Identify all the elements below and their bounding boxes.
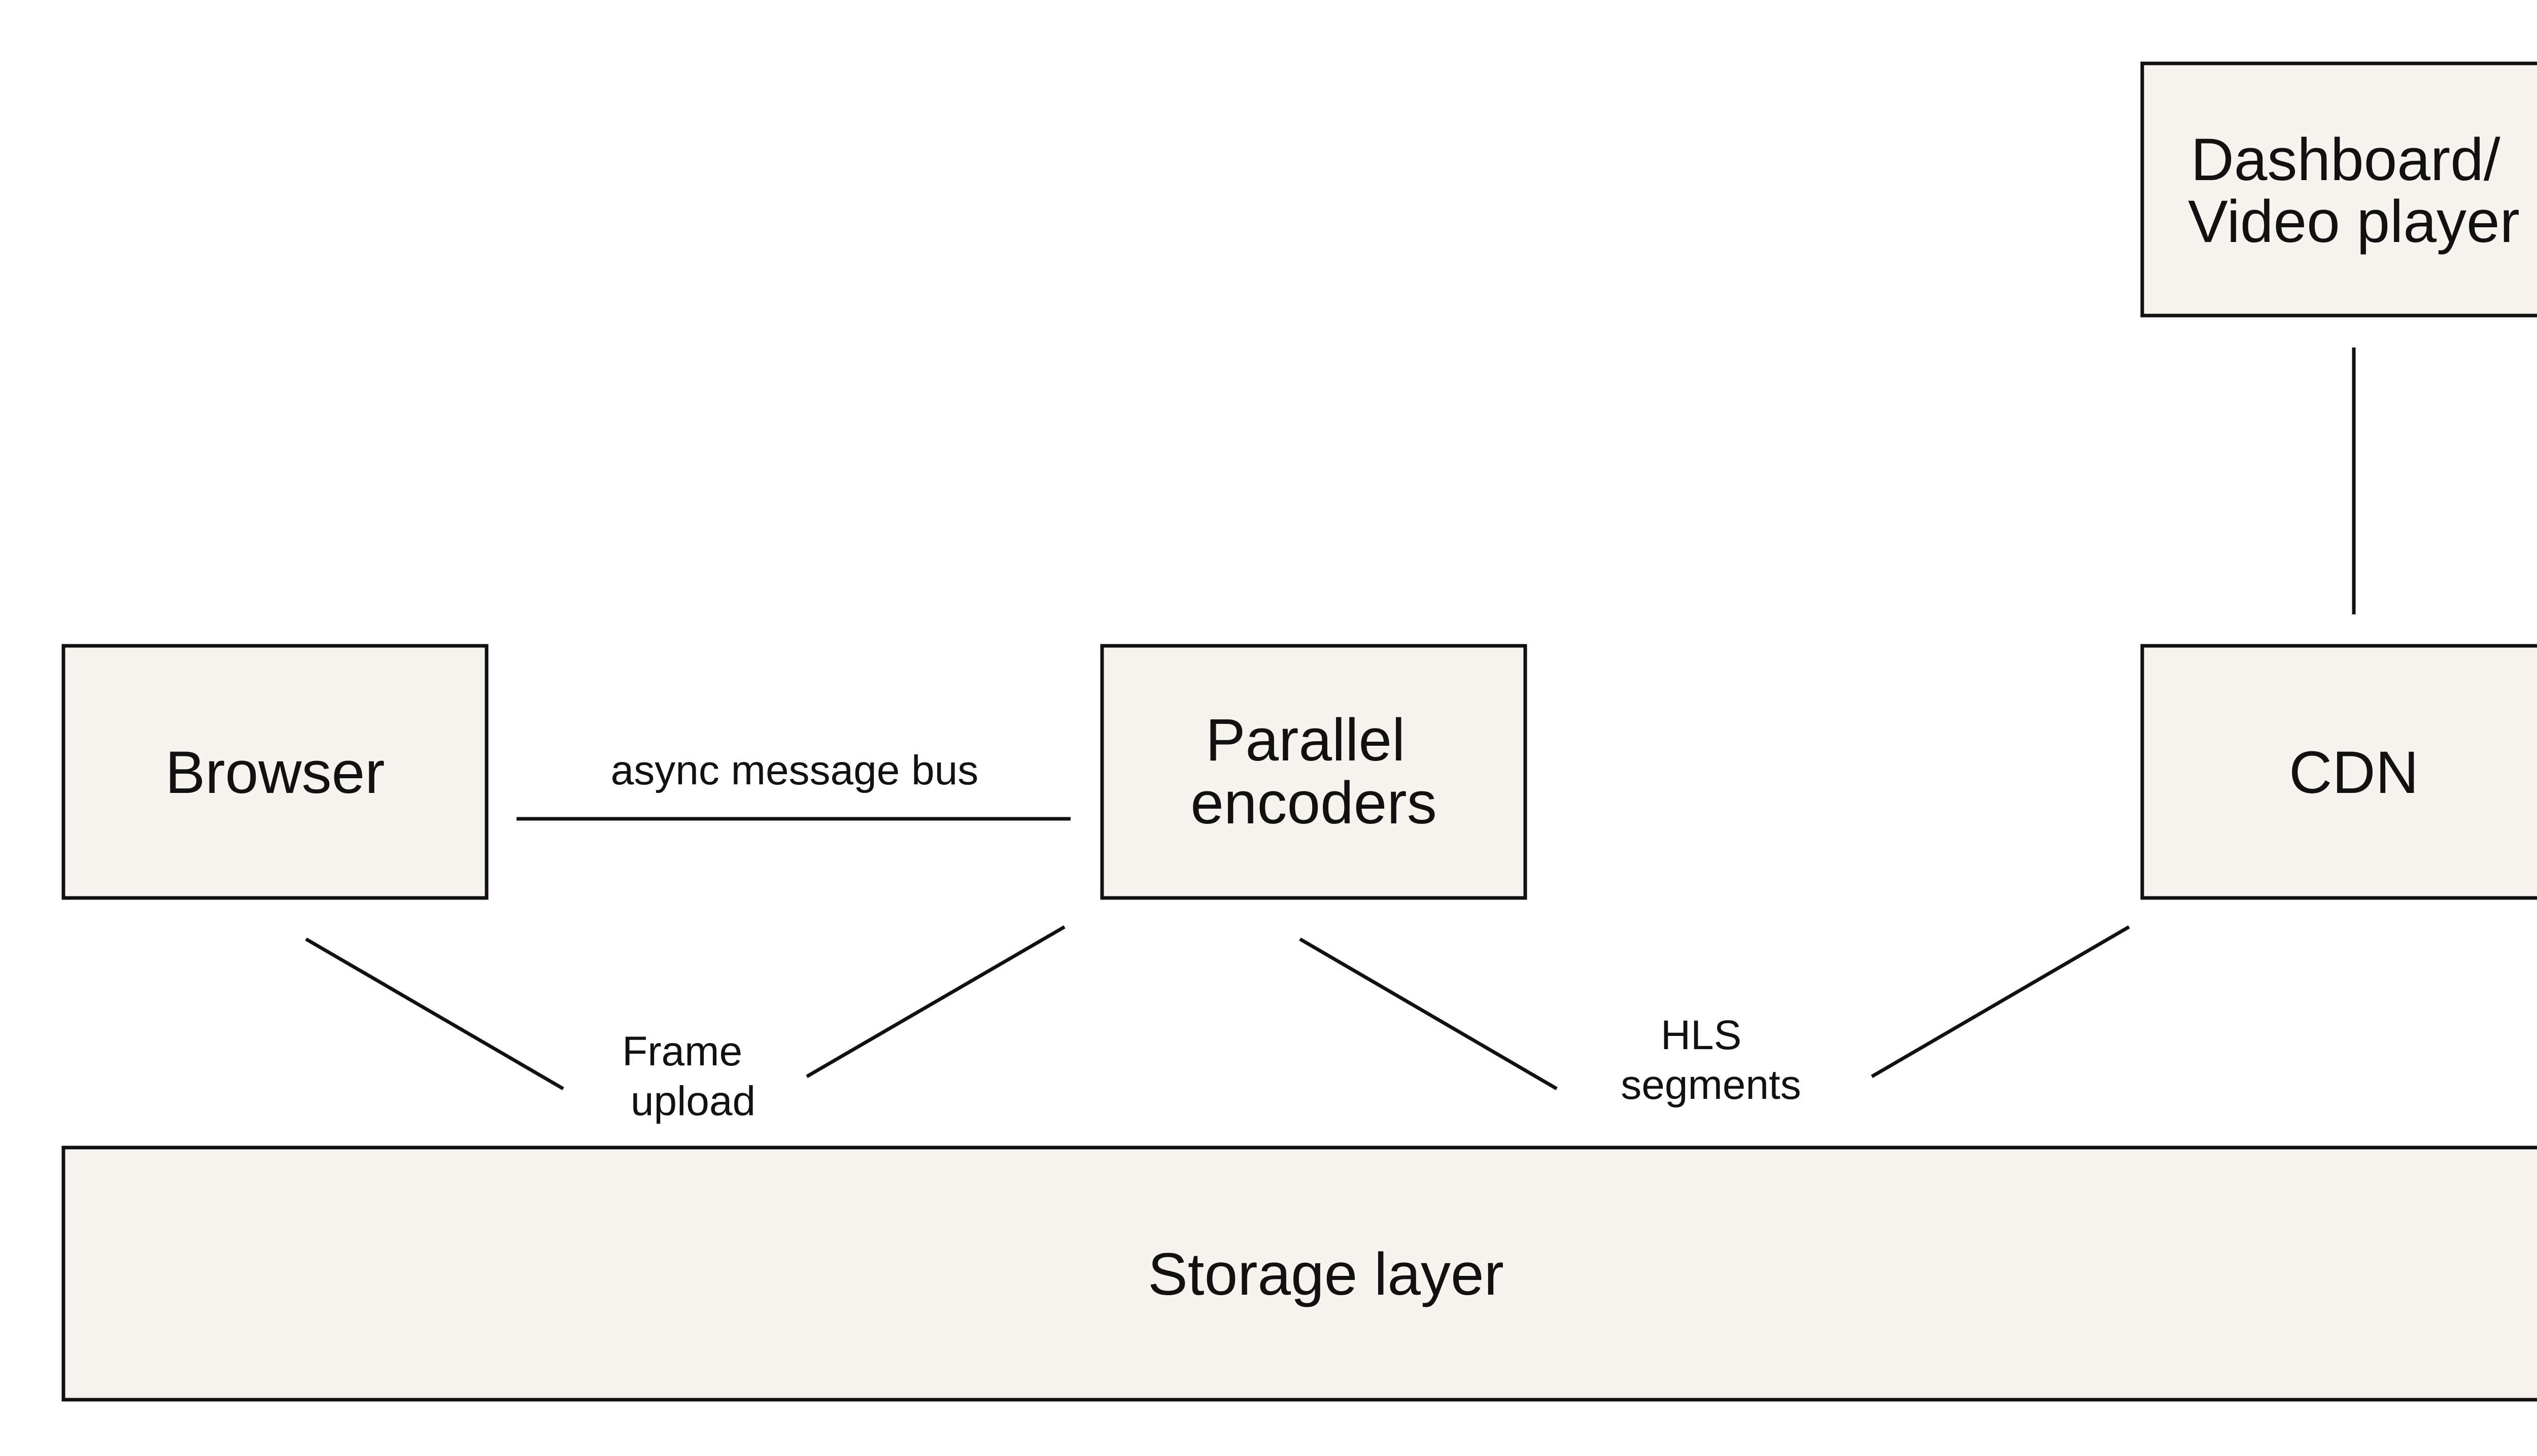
encoders-box xyxy=(1100,644,1527,900)
storage-node: Storage layer xyxy=(61,1146,2537,1402)
browser-label: Browser xyxy=(165,739,385,806)
frame-upload-label: Frame upload xyxy=(622,1028,756,1124)
storage-label: Storage layer xyxy=(1148,1241,1504,1308)
storage-to-encoders-arrow xyxy=(806,925,1066,1079)
dashboard-label: Dashboard/ Video player xyxy=(2188,126,2520,255)
frame-upload-edge: Frame upload xyxy=(305,925,1066,1124)
hls-segments-label: HLS segments xyxy=(1621,1012,1801,1108)
browser-box xyxy=(61,644,489,900)
encoders-to-storage-arrow xyxy=(1299,937,1558,1091)
encoders-label: Parallel encoders xyxy=(1190,707,1436,837)
dashboard-box xyxy=(2140,61,2537,318)
cdn-label: CDN xyxy=(2289,739,2419,806)
storage-box xyxy=(61,1146,2537,1402)
browser-to-storage-arrow xyxy=(305,937,564,1091)
dashboard-node: Dashboard/ Video player xyxy=(2140,61,2537,318)
cdn-node: CDN xyxy=(2140,644,2537,900)
encoders-node: Parallel encoders xyxy=(1100,644,1527,900)
message-bus-label: async message bus xyxy=(611,747,979,793)
storage-to-cdn-arrow xyxy=(1871,925,2130,1079)
message-bus-edge: async message bus xyxy=(517,747,1071,821)
hls-segments-edge: HLS segments xyxy=(1299,925,2130,1108)
browser-node: Browser xyxy=(61,644,489,900)
cdn-box xyxy=(2140,644,2537,900)
